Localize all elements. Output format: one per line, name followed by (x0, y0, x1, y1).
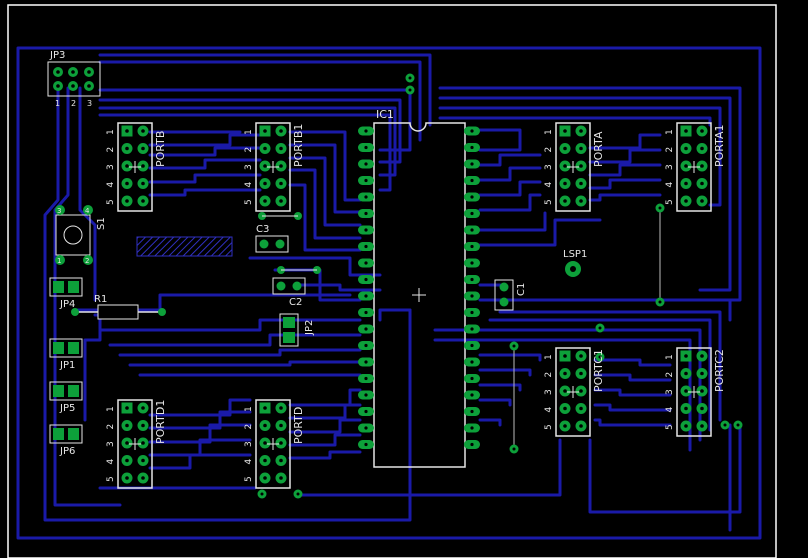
s1-pin-1-label: 1 (57, 257, 61, 265)
jp5-connector: JP5 (49, 381, 83, 414)
jp4-connector: JP4 (49, 277, 83, 310)
copper-traces (16, 46, 762, 540)
header-pin-label: 1 (665, 354, 675, 360)
header-pin-label: 2 (544, 147, 554, 153)
header-pin-label: 4 (665, 182, 675, 188)
header-pin-label: 1 (244, 406, 254, 412)
ic1-chip: IC1 (358, 108, 480, 468)
jp2-label: JP2 (304, 320, 315, 336)
c2-label: C2 (289, 297, 302, 308)
header-pin-label: 3 (106, 441, 116, 447)
s1-switch: 3 4 1 2 S1 (55, 205, 107, 265)
lsp1-label: LSP1 (563, 249, 587, 260)
jp3-pin-2-label: 2 (71, 99, 76, 108)
header-pin-label: 2 (244, 424, 254, 430)
r1-resistor: R1 (71, 294, 166, 320)
portd-header: 1 2 3 4 5 PORTD (244, 399, 305, 489)
header-pin-label: 5 (544, 199, 554, 205)
header-pin-label: 1 (106, 129, 116, 135)
airwires (513, 208, 661, 449)
header-pin-label: 5 (544, 424, 554, 430)
jp3-pin-3-label: 3 (87, 99, 92, 108)
portd1-label: PORTD1 (154, 400, 167, 444)
header-pin-label: 2 (665, 147, 675, 153)
jp2-connector: JP2 (279, 313, 315, 347)
c1-label: C1 (516, 283, 527, 296)
portd-label: PORTD (292, 407, 305, 444)
header-pin-label: 5 (665, 199, 675, 205)
header-pin-label: 5 (665, 424, 675, 430)
jp5-label: JP5 (59, 403, 75, 414)
header-pin-label: 2 (244, 147, 254, 153)
c1-capacitor: C1 (494, 279, 527, 311)
c2-capacitor: C2 (272, 266, 321, 308)
portc1-label: PORTC1 (592, 349, 605, 392)
header-pin-label: 2 (106, 424, 116, 430)
header-pin-label: 1 (544, 354, 554, 360)
header-pin-label: 5 (106, 476, 116, 482)
jp6-label: JP6 (59, 446, 75, 457)
porta-header: 1 2 3 4 5 PORTA (544, 122, 605, 212)
ic1-pads (358, 126, 480, 449)
header-pin-label: 3 (544, 164, 554, 170)
c3-capacitor: C3 (255, 212, 302, 253)
header-pin-label: 3 (544, 389, 554, 395)
header-pin-label: 5 (244, 476, 254, 482)
jp3-pin-1-label: 1 (55, 99, 60, 108)
header-pin-label: 2 (106, 147, 116, 153)
s1-pin-3-label: 3 (57, 207, 61, 215)
jp3-connector: JP3 1 2 3 (47, 50, 101, 108)
header-pin-label: 3 (244, 164, 254, 170)
portb-header: 1 2 3 4 5 PORTB (106, 122, 167, 212)
portd1-header: 1 2 3 4 5 PORTD1 (106, 399, 167, 489)
portb-label: PORTB (154, 131, 167, 167)
vias (257, 73, 743, 499)
jp1-label: JP1 (59, 360, 75, 371)
header-pin-label: 4 (544, 407, 554, 413)
porta-label: PORTA (592, 131, 605, 167)
header-pin-label: 5 (244, 199, 254, 205)
header-pin-label: 2 (544, 372, 554, 378)
portc1-header: 1 2 3 4 5 PORTC1 (544, 347, 605, 437)
header-pin-label: 5 (106, 199, 116, 205)
s1-pin-4-label: 4 (85, 207, 90, 215)
header-pin-label: 3 (106, 164, 116, 170)
header-pin-label: 4 (106, 459, 116, 465)
header-pin-label: 1 (106, 406, 116, 412)
lsp1-pad: LSP1 (563, 249, 587, 277)
porta1-label: PORTA1 (713, 124, 726, 167)
portc2-label: PORTC2 (713, 349, 726, 392)
hatched-keepout-area (136, 236, 233, 257)
jp4-label: JP4 (59, 299, 75, 310)
header-pin-label: 3 (665, 389, 675, 395)
header-pin-label: 3 (244, 441, 254, 447)
jp1-connector: JP1 (49, 338, 83, 371)
header-pin-label: 4 (544, 182, 554, 188)
ic1-label: IC1 (376, 108, 394, 121)
header-pin-label: 4 (106, 182, 116, 188)
c3-label: C3 (256, 224, 269, 235)
portb1-header: 1 2 3 4 5 PORTB1 (244, 122, 305, 212)
header-pin-label: 1 (544, 129, 554, 135)
header-pin-label: 1 (665, 129, 675, 135)
porta1-header: 1 2 3 4 5 PORTA1 (665, 122, 726, 212)
board-outline (7, 4, 777, 558)
portc2-header: 1 2 3 4 5 PORTC2 (665, 347, 726, 437)
s1-pin-2-label: 2 (85, 257, 89, 265)
jp6-connector: JP6 (49, 424, 83, 457)
header-pin-label: 2 (665, 372, 675, 378)
portb1-label: PORTB1 (292, 124, 305, 167)
header-pin-label: 1 (244, 129, 254, 135)
header-pin-label: 3 (665, 164, 675, 170)
header-pin-label: 4 (665, 407, 675, 413)
header-pin-label: 4 (244, 459, 254, 465)
s1-label: S1 (96, 217, 107, 230)
jp3-label: JP3 (49, 50, 65, 61)
header-pin-label: 4 (244, 182, 254, 188)
r1-label: R1 (94, 294, 107, 305)
